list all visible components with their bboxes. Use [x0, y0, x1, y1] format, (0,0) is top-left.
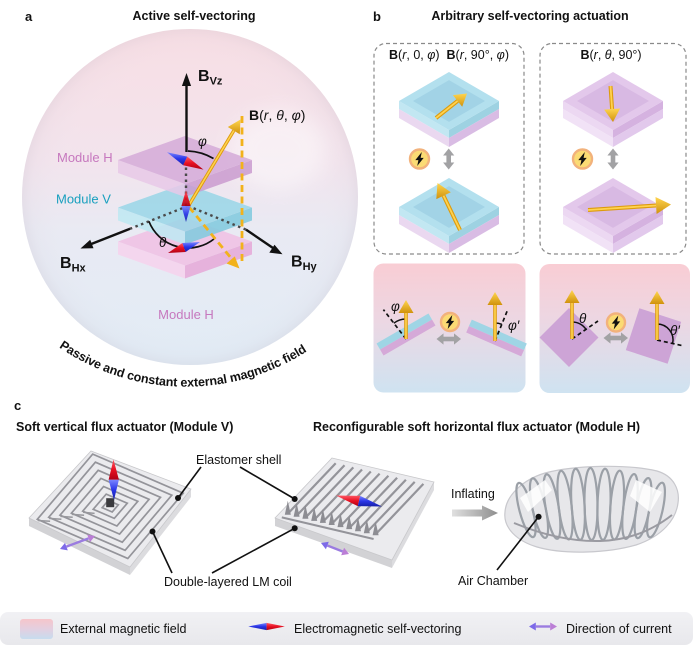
- svg-text:b: b: [373, 9, 381, 24]
- svg-text:Air Chamber: Air Chamber: [458, 574, 528, 588]
- svg-text:Module V: Module V: [56, 192, 111, 207]
- svg-text:a: a: [25, 9, 33, 24]
- svg-text:φ: φ: [391, 299, 400, 314]
- svg-text:θ: θ: [579, 311, 587, 326]
- svg-text:B(r, 0, φ) B(r, 90°, φ): B(r, 0, φ) B(r, 90°, φ): [389, 48, 509, 62]
- svg-text:θ: θ: [159, 235, 167, 250]
- svg-text:B(r, θ, 90°): B(r, θ, 90°): [580, 48, 641, 62]
- svg-text:Module H: Module H: [158, 307, 214, 322]
- svg-text:Active self-vectoring: Active self-vectoring: [133, 9, 256, 23]
- svg-text:φ′: φ′: [508, 318, 520, 333]
- svg-text:θ′: θ′: [670, 323, 680, 338]
- svg-text:Double-layered LM coil: Double-layered LM coil: [164, 575, 292, 589]
- svg-text:Reconfigurable soft horizontal: Reconfigurable soft horizontal flux actu…: [313, 420, 640, 434]
- svg-text:Module H: Module H: [57, 150, 113, 165]
- svg-text:φ: φ: [198, 134, 207, 149]
- svg-text:Soft vertical flux actuator (M: Soft vertical flux actuator (Module V): [16, 420, 233, 434]
- svg-text:Electromagnetic self-vectoring: Electromagnetic self-vectoring: [294, 622, 461, 636]
- svg-text:c: c: [14, 398, 21, 413]
- svg-text:Elastomer shell: Elastomer shell: [196, 453, 281, 467]
- svg-text:Direction of current: Direction of current: [566, 622, 672, 636]
- svg-text:Arbitrary self-vectoring actua: Arbitrary self-vectoring actuation: [431, 9, 628, 23]
- svg-text:External magnetic field: External magnetic field: [60, 622, 187, 636]
- svg-text:Inflating: Inflating: [451, 487, 495, 501]
- svg-text:B(r, θ, φ): B(r, θ, φ): [249, 107, 305, 123]
